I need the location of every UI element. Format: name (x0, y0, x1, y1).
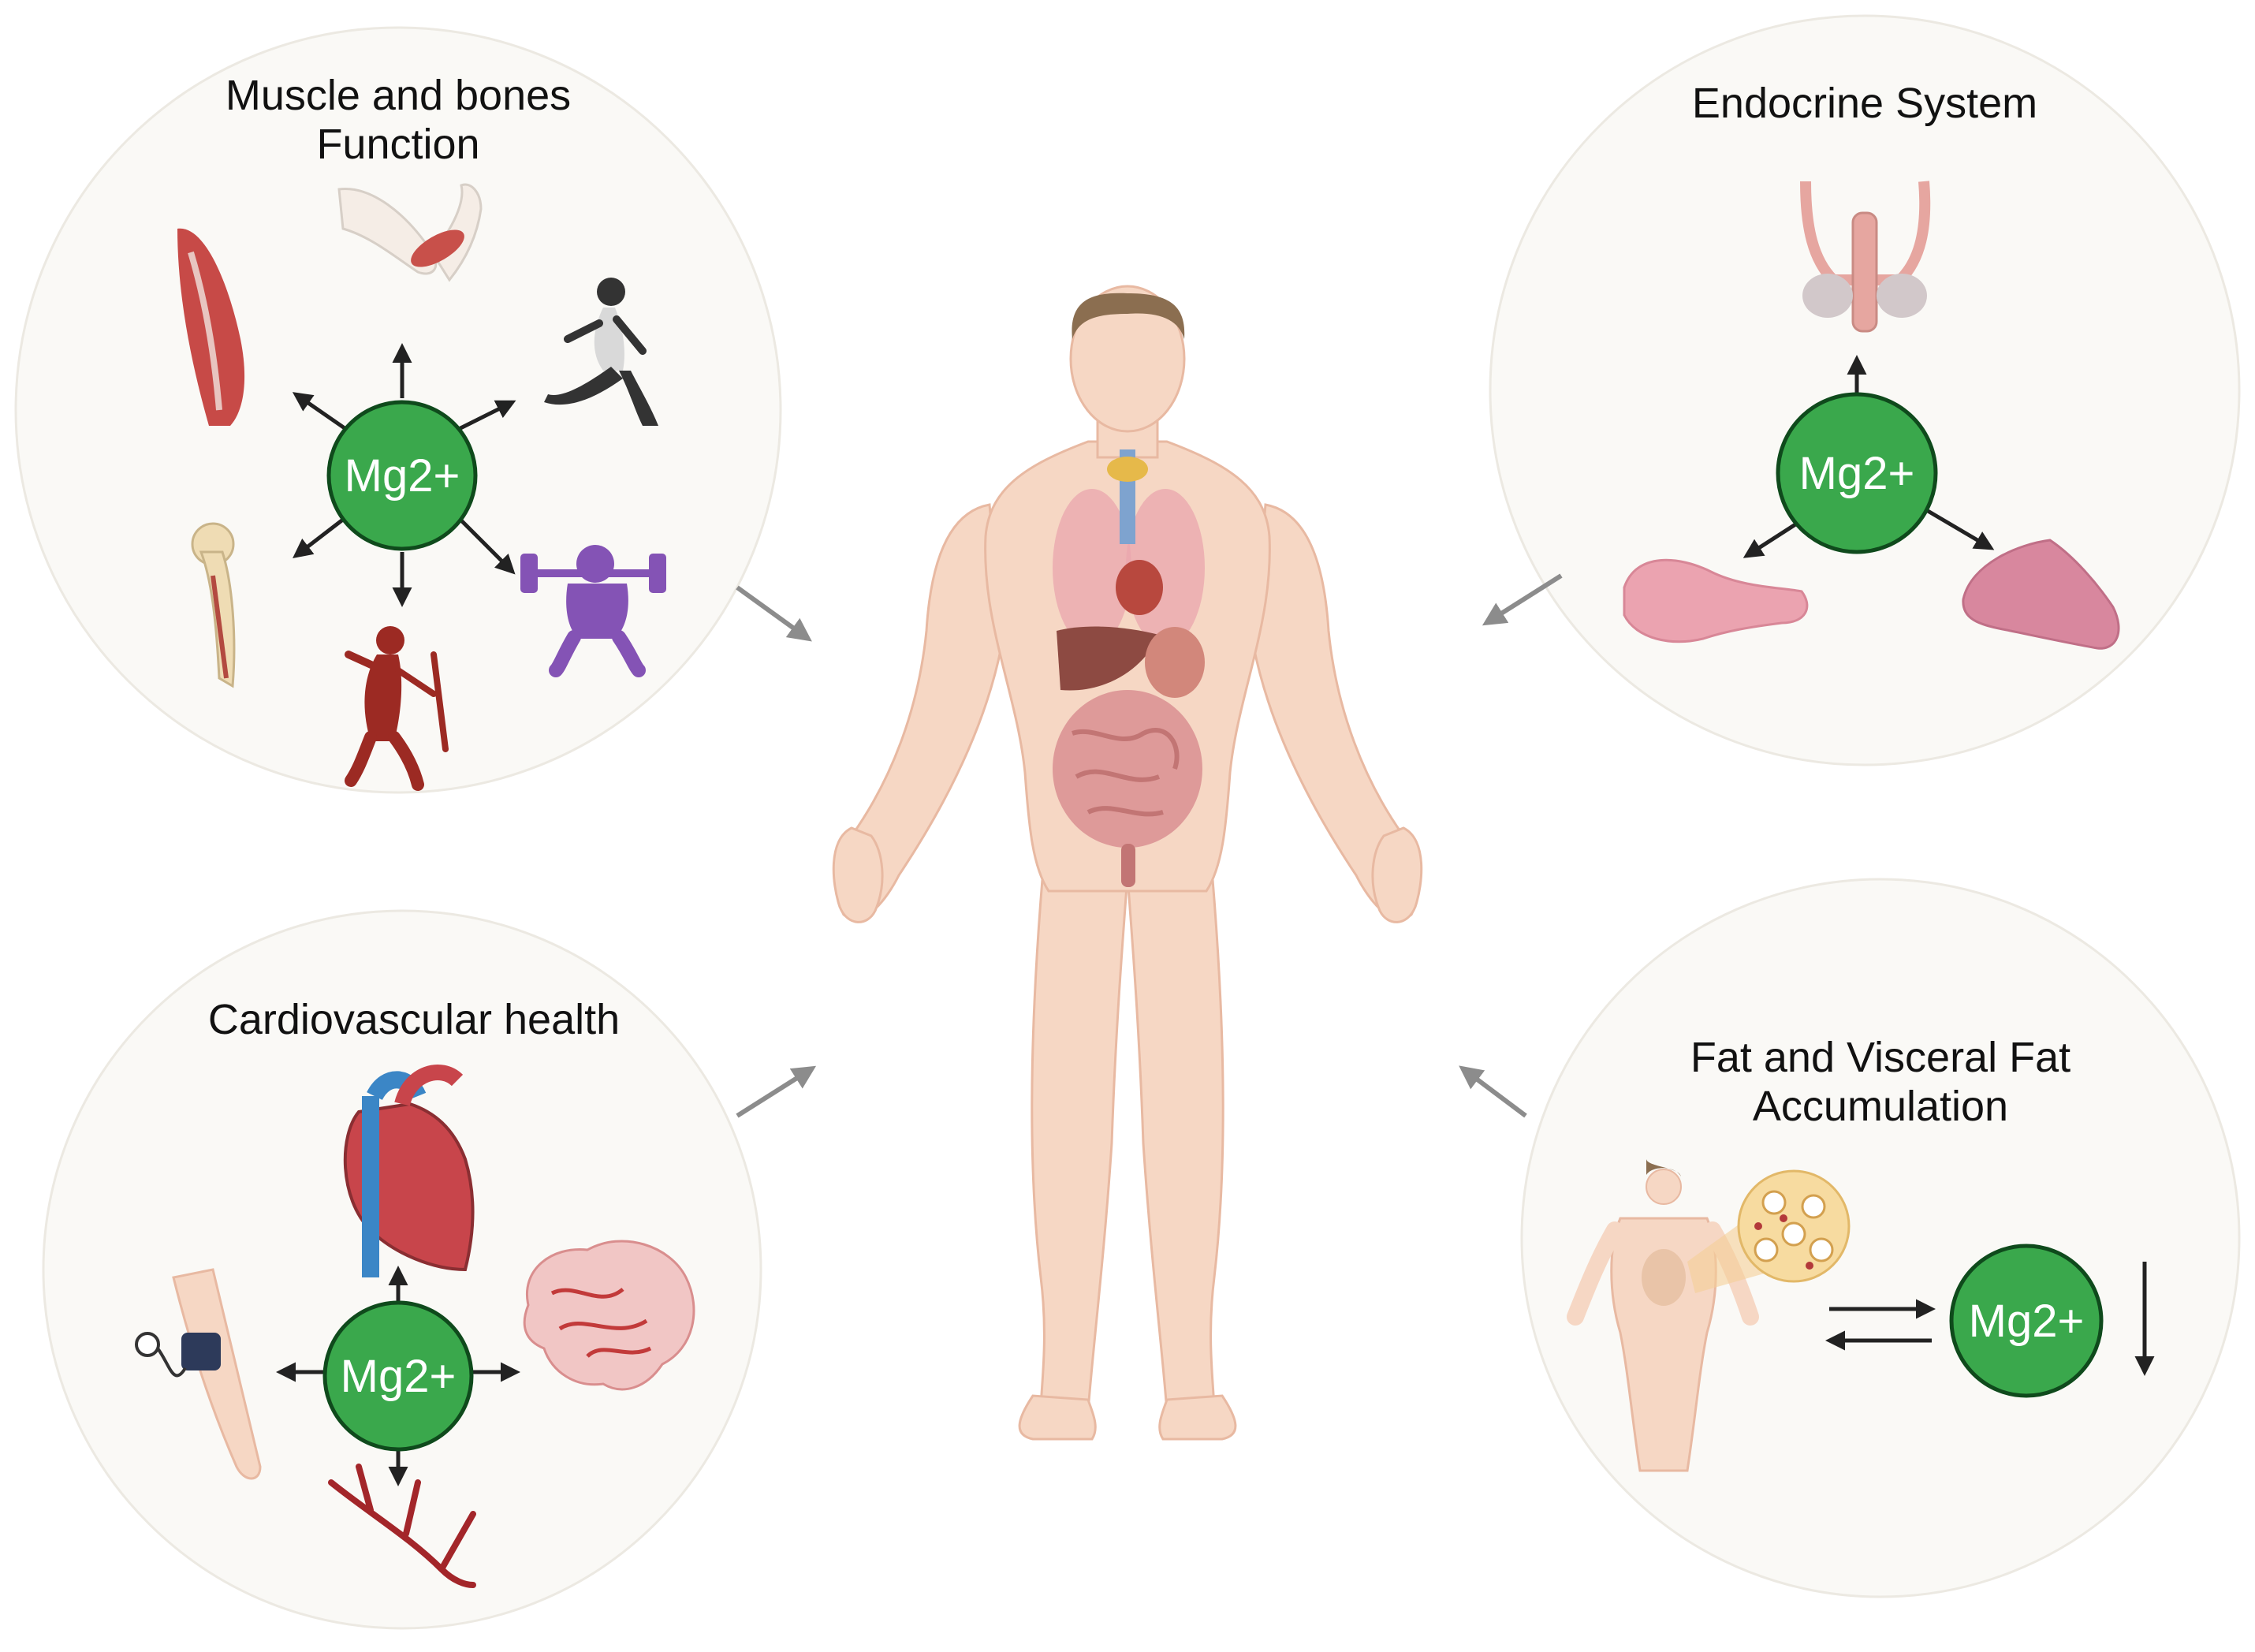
muscle-mg-node: Mg2+ (326, 400, 478, 551)
muscle-mg-arrows (292, 343, 516, 607)
fat-mg-label: Mg2+ (1969, 1296, 2085, 1347)
connector-arrow-muscle (736, 585, 812, 642)
weightlifter-squat-icon (520, 545, 666, 677)
human-body-anatomy-icon (832, 285, 1423, 1441)
adipose-tissue-icon (1687, 1169, 1851, 1293)
adrenal-gland-icon (1962, 539, 2120, 650)
fat-panel-title: Fat and Visceral Fat Accumulation (1690, 1034, 2071, 1130)
male-reproductive-system-icon (1800, 181, 1931, 333)
endocrine-mg-arrows (1742, 355, 1995, 558)
equilibrium-arrows-icon (1825, 1299, 1936, 1351)
muscle-fiber-icon (177, 228, 245, 426)
connector-arrow-endocrine (1482, 573, 1563, 626)
obese-body-icon (1567, 1159, 1759, 1472)
elderly-person-with-cane-icon (345, 626, 449, 791)
endocrine-mg-label: Mg2+ (1799, 448, 1915, 499)
brain-icon (523, 1240, 695, 1391)
flexed-arm-icon (337, 183, 483, 282)
cardio-panel-title: Cardiovascular health (207, 996, 621, 1043)
cardio-mg-node: Mg2+ (322, 1300, 474, 1452)
cardio-mg-label: Mg2+ (341, 1351, 457, 1402)
blood-vessel-icon (328, 1464, 476, 1588)
endocrine-mg-node: Mg2+ (1776, 392, 1938, 554)
blood-pressure-cuff-icon (135, 1268, 262, 1480)
heart-icon (343, 1065, 475, 1277)
fat-panel-circle (1520, 878, 2241, 1598)
muscle-mg-label: Mg2+ (345, 450, 460, 502)
pancreas-icon (1623, 558, 1809, 643)
connector-arrow-cardio (736, 1065, 817, 1118)
runner-icon (544, 278, 658, 426)
muscle-panel-title: Muscle and bones Function (225, 72, 572, 168)
fat-mg-node: Mg2+ (1949, 1244, 2104, 1398)
connector-arrow-fat (1459, 1065, 1527, 1118)
femur-bone-icon (191, 522, 236, 688)
endocrine-panel-circle (1489, 14, 2241, 766)
endocrine-panel-title: Endocrine System (1691, 80, 2038, 127)
